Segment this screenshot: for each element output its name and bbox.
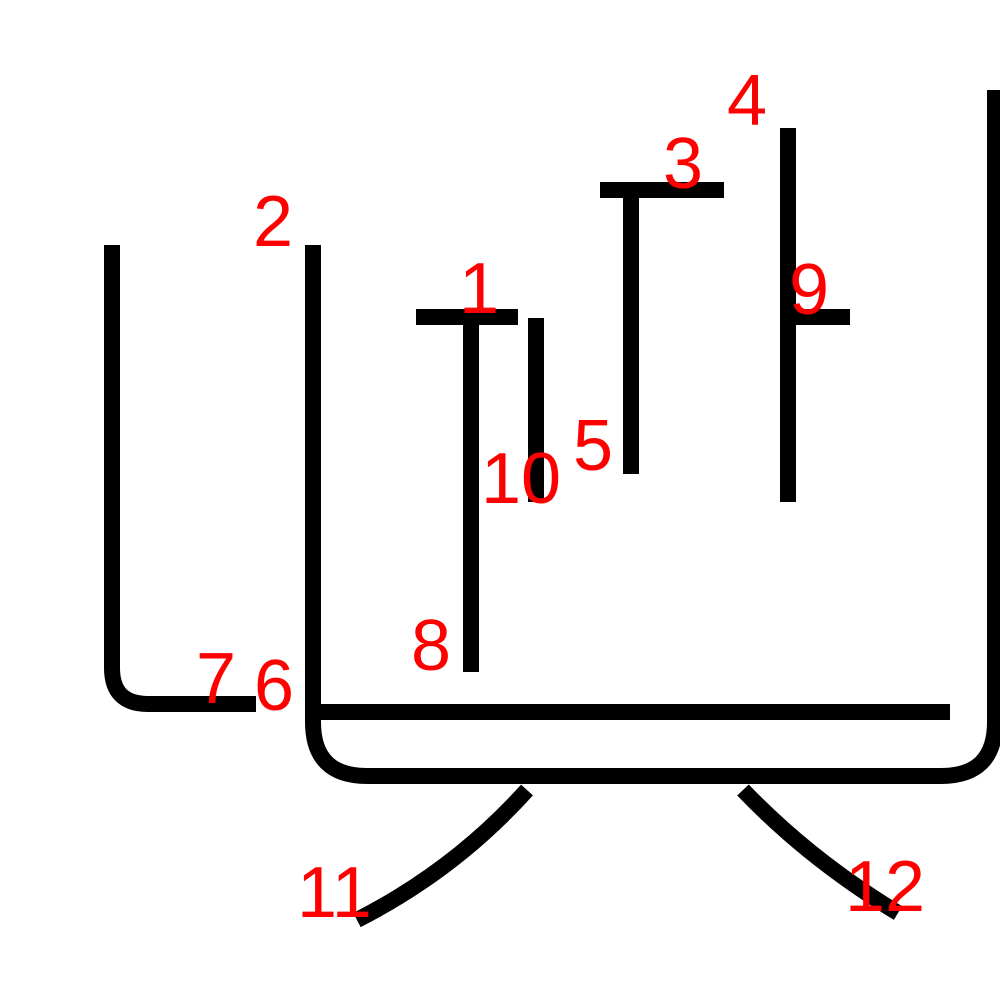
stroke-left-l-shape	[104, 245, 256, 712]
label-2: 2	[253, 182, 293, 262]
label-11: 11	[297, 853, 372, 933]
label-7: 7	[196, 639, 236, 719]
stroke-u-outer-frame	[305, 90, 1000, 784]
label-5: 5	[573, 406, 613, 486]
label-3: 3	[663, 124, 703, 204]
label-9: 9	[789, 250, 829, 330]
stroke-right-leg-curve	[737, 784, 903, 920]
label-12: 12	[845, 847, 925, 927]
label-1: 1	[459, 249, 499, 329]
label-8: 8	[411, 606, 451, 686]
stroke-left-leg-curve	[353, 784, 533, 928]
label-10: 10	[481, 439, 561, 519]
label-4: 4	[727, 61, 767, 141]
label-6: 6	[254, 646, 294, 726]
